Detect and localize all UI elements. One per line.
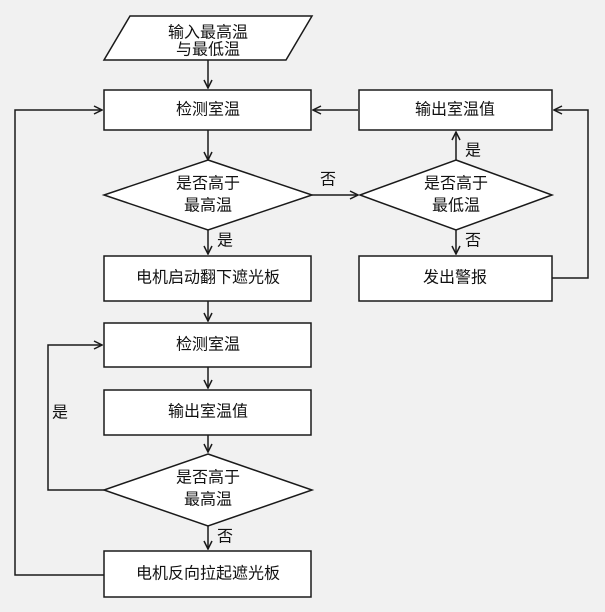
node-decision-high-2: 是否高于 最高温 [101, 453, 315, 527]
label-low-yes: 是 [465, 141, 481, 160]
node-output-right: 输出室温值 [358, 89, 553, 131]
decision-low-line1: 是否高于 [424, 174, 488, 193]
label-low-no: 否 [465, 231, 481, 250]
decision-high-1-line1: 是否高于 [176, 174, 240, 193]
label-high2-no: 否 [217, 527, 233, 546]
connectors [14, 60, 589, 576]
edge-alarm-to-outputright [552, 110, 589, 279]
node-flip-down: 电机启动翻下遮光板 [103, 255, 312, 302]
edge-decision2-loop-to-detect2 [47, 345, 104, 491]
node-decision-low: 是否高于 最低温 [357, 159, 555, 231]
decision-high-1-line2: 最高温 [184, 196, 232, 215]
edge-reverse-to-detect1 [14, 110, 104, 576]
node-detect-1: 检测室温 [103, 89, 312, 131]
alarm-box [358, 255, 553, 302]
flip-down-label: 电机启动翻下遮光板 [136, 268, 280, 287]
label-high1-no: 否 [320, 170, 336, 189]
flip-down-box [103, 255, 312, 302]
output-2-box [103, 389, 312, 436]
detect-1-label: 检测室温 [176, 100, 240, 119]
decision-high-2-diamond [101, 453, 315, 527]
decision-high-2-line2: 最高温 [184, 490, 232, 509]
output-right-label: 输出室温值 [415, 100, 495, 119]
detect-2-label: 检测室温 [176, 335, 240, 354]
reverse-box [103, 550, 312, 598]
edge-labels: 是 否 是 否 是 否 [52, 141, 481, 546]
input-label-line2: 与最低温 [176, 40, 240, 59]
reverse-label: 电机反向拉起遮光板 [136, 564, 280, 583]
label-high1-yes: 是 [217, 231, 233, 250]
input-parallelogram [102, 15, 314, 61]
detect-1-box [103, 89, 312, 131]
node-alarm: 发出警报 [358, 255, 553, 302]
decision-low-diamond [357, 159, 555, 231]
input-label-line1: 输入最高温 [168, 23, 248, 42]
output-right-box [358, 89, 553, 131]
decision-high-2-line1: 是否高于 [176, 468, 240, 487]
detect-2-box [103, 322, 312, 368]
decision-low-line2: 最低温 [432, 196, 480, 215]
node-input: 输入最高温 与最低温 [102, 15, 314, 61]
alarm-label: 发出警报 [423, 268, 487, 287]
node-decision-high-1: 是否高于 最高温 [101, 159, 315, 231]
label-loop-yes: 是 [52, 403, 68, 422]
node-reverse: 电机反向拉起遮光板 [103, 550, 312, 598]
node-detect-2: 检测室温 [103, 322, 312, 368]
decision-high-1-diamond [101, 159, 315, 231]
node-output-2: 输出室温值 [103, 389, 312, 436]
output-2-label: 输出室温值 [168, 402, 248, 421]
